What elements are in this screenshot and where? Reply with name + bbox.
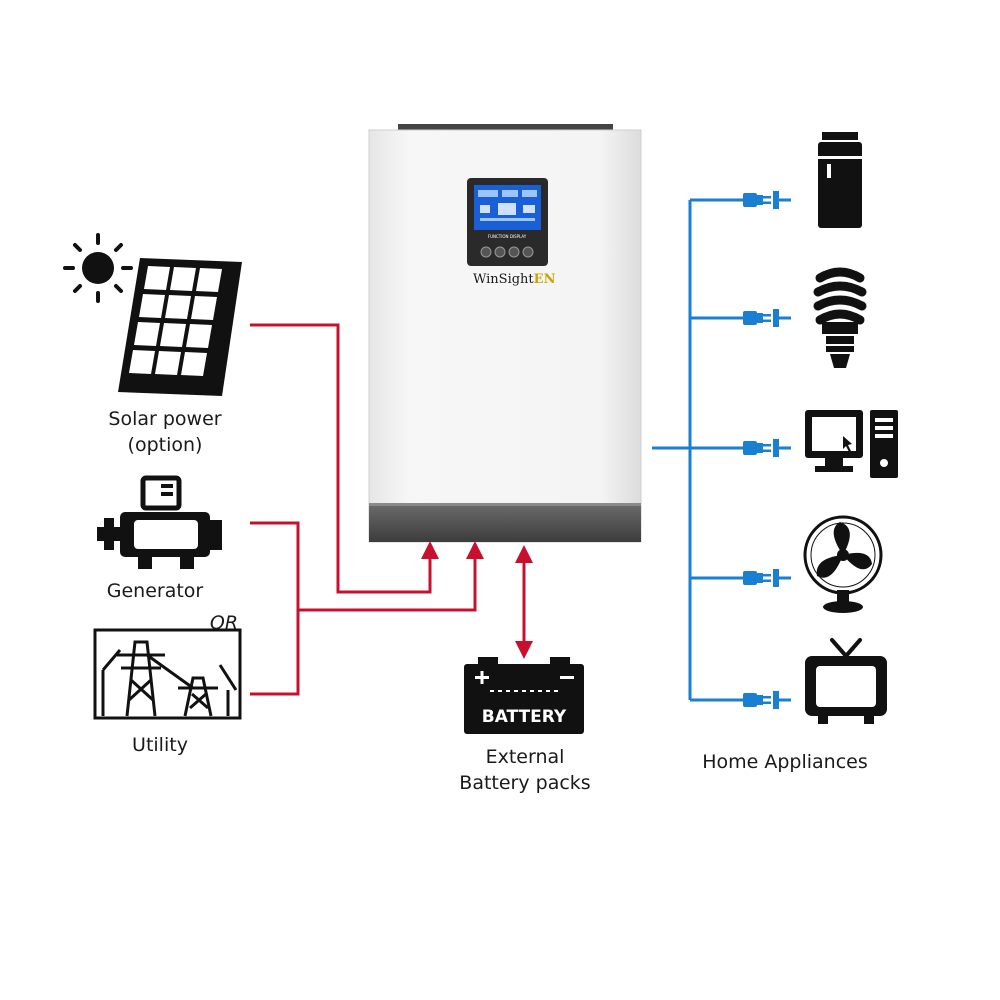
- lcd-panel: FUNCTION DISPLAY: [467, 178, 548, 266]
- inverter-unit: FUNCTION DISPLAY: [368, 124, 642, 543]
- battery-caption-line1: External: [485, 746, 565, 768]
- plug-icon: [733, 689, 793, 711]
- brand-name: WinSight: [473, 272, 534, 287]
- plug-icon: [733, 189, 793, 211]
- battery-label: BATTERY: [482, 707, 567, 727]
- plug-icon: [733, 567, 793, 589]
- tv-icon: [805, 638, 887, 724]
- solar-label-line2: (option): [127, 434, 203, 456]
- fan-icon: [803, 515, 883, 613]
- or-label: OR: [209, 612, 239, 634]
- solar-label: Solar power (option): [80, 406, 250, 458]
- generator-utility-wire: [250, 521, 300, 696]
- utility-label: Utility: [132, 734, 188, 756]
- output-wiring: [652, 198, 735, 702]
- lcd-button[interactable]: [522, 246, 534, 258]
- refrigerator-icon: [818, 132, 862, 228]
- battery-icon: BATTERY: [464, 657, 584, 734]
- bulb-icon: [813, 267, 867, 368]
- solar-wire: [250, 323, 439, 594]
- battery-caption: External Battery packs: [440, 744, 610, 796]
- input-wiring: [250, 323, 533, 696]
- lcd-button[interactable]: [508, 246, 520, 258]
- inverter-base: [369, 505, 641, 542]
- generator-label: Generator: [106, 580, 204, 602]
- solar-panel-icon: [118, 258, 242, 396]
- generator-icon: [97, 475, 222, 569]
- utility-tower-icon: [93, 628, 242, 720]
- lcd-button[interactable]: [494, 246, 506, 258]
- appliances-caption: Home Appliances: [702, 751, 868, 773]
- inverter-case: [368, 129, 642, 543]
- lcd-button[interactable]: [480, 246, 492, 258]
- plug-icon: [733, 307, 793, 329]
- brand-logo: WinSightEN: [473, 272, 555, 287]
- ac-input-wire: [298, 541, 484, 612]
- brand-accent: EN: [533, 272, 556, 287]
- solar-label-line1: Solar power: [108, 408, 222, 430]
- computer-icon: [805, 410, 898, 478]
- lcd-header: FUNCTION DISPLAY: [488, 234, 527, 239]
- sun-icon: [63, 233, 133, 303]
- battery-caption-line2: Battery packs: [459, 772, 591, 794]
- plug-icon: [733, 437, 793, 459]
